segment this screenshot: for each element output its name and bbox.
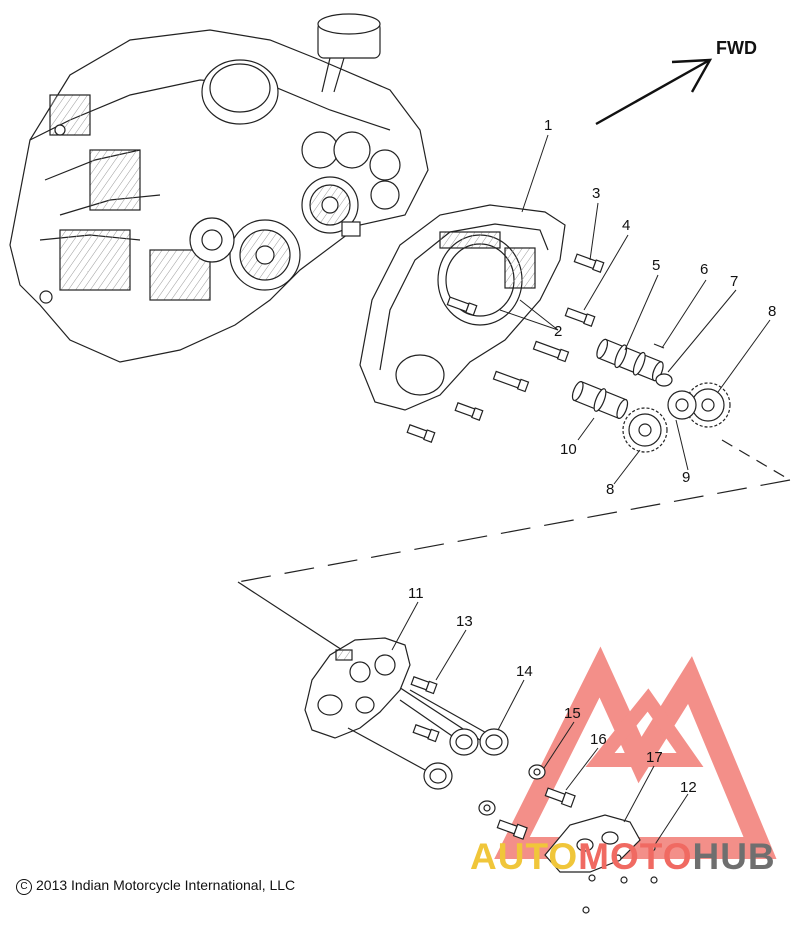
callout-leader-lines	[391, 134, 771, 847]
callout-12: 12	[680, 779, 697, 796]
cam-gears	[622, 373, 731, 453]
watermark-logo-icon	[494, 646, 777, 859]
callout-1: 1	[544, 117, 553, 134]
callout-7: 7	[730, 273, 739, 290]
watermark-text: AUTOMOTOHUB	[470, 836, 776, 878]
copyright-text: 2013 Indian Motorcycle International, LL…	[36, 877, 296, 893]
cover-bolts	[406, 253, 605, 443]
watermark-part-2: MOTO	[578, 836, 693, 877]
callout-3: 3	[592, 185, 601, 202]
callout-10: 10	[560, 441, 577, 458]
engine-crankcase-drawing	[9, 13, 429, 363]
bearings-and-washers	[423, 728, 546, 816]
bearing-support-plate	[304, 637, 411, 739]
support-plate-bolts	[347, 676, 491, 771]
callout-2: 2	[554, 323, 563, 340]
end-cover-plate	[544, 814, 658, 914]
callout-16: 16	[590, 731, 607, 748]
callout-8-upper: 8	[768, 303, 777, 320]
callout-14: 14	[516, 663, 533, 680]
callout-15: 15	[564, 705, 581, 722]
callout-6: 6	[700, 261, 709, 278]
callout-17: 17	[646, 749, 663, 766]
callout-8-lower: 8	[606, 481, 615, 498]
forward-direction-arrow-icon	[595, 58, 713, 126]
forward-direction-label: FWD	[716, 38, 757, 58]
callout-11: 11	[408, 585, 424, 602]
callout-4: 4	[622, 217, 631, 234]
callout-5: 5	[652, 257, 661, 274]
watermark-part-1: AUTO	[470, 836, 579, 877]
copyright-icon: C	[16, 879, 32, 895]
callout-13: 13	[456, 613, 473, 630]
callout-9: 9	[682, 469, 691, 486]
watermark-part-3: HUB	[692, 836, 776, 877]
retaining-bolts	[496, 787, 576, 840]
camshaft-assemblies	[571, 338, 665, 420]
